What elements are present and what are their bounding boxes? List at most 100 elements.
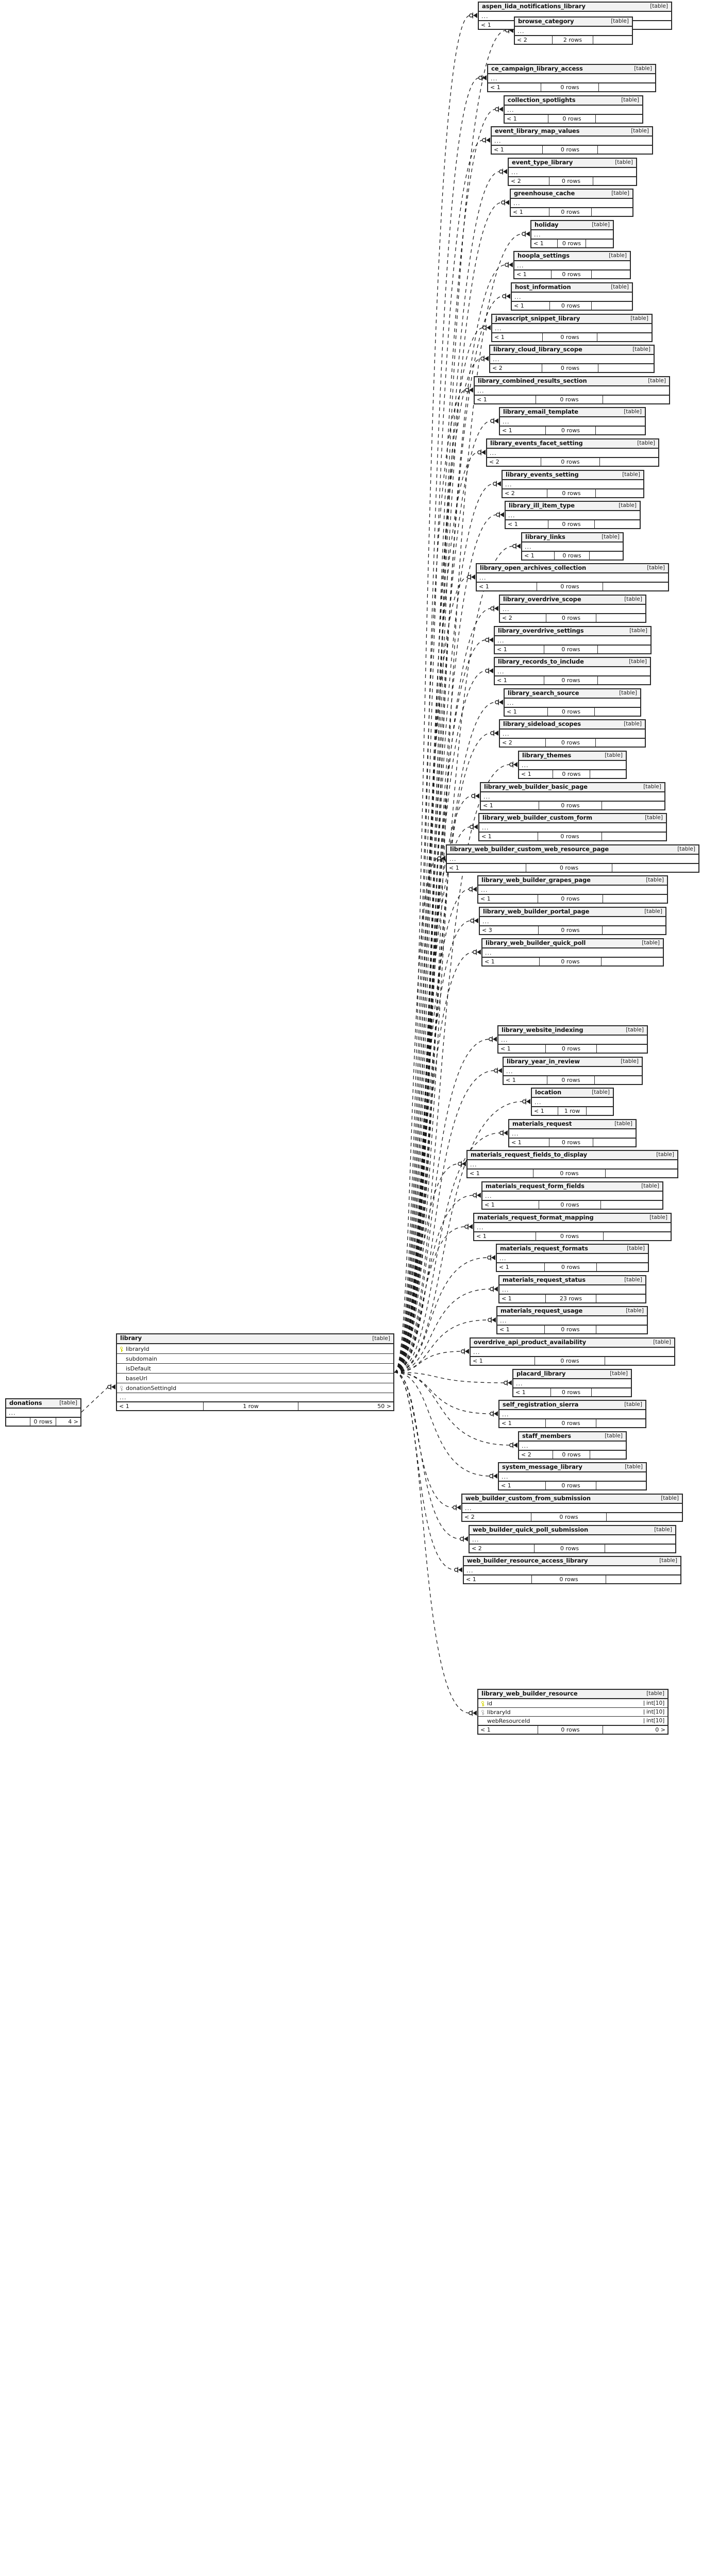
table-node[interactable]: library_web_builder_custom_form[table]..… (478, 813, 667, 841)
table-header[interactable]: library_cloud_library_scope[table] (490, 346, 654, 355)
table-node[interactable]: library_web_builder_custom_web_resource_… (446, 844, 699, 873)
table-node[interactable]: library_web_builder_portal_page[table]..… (479, 907, 666, 935)
table-node[interactable]: library_web_builder_basic_page[table]...… (480, 782, 665, 810)
table-header[interactable]: library_year_in_review[table] (504, 1058, 642, 1067)
table-header[interactable]: aspen_lida_notifications_library[table] (479, 3, 671, 12)
table-header[interactable]: library_sideload_scopes[table] (500, 720, 645, 730)
table-header[interactable]: library_overdrive_settings[table] (495, 627, 650, 636)
table-header[interactable]: library_website_indexing[table] (498, 1026, 647, 1036)
table-header[interactable]: library_links[table] (522, 533, 623, 543)
table-header[interactable]: greenhouse_cache[table] (511, 190, 632, 199)
table-node[interactable]: materials_request_format_mapping[table].… (473, 1213, 672, 1241)
table-header[interactable]: location[table] (532, 1089, 613, 1098)
table-header[interactable]: web_builder_resource_access_library[tabl… (464, 1557, 680, 1566)
table-column[interactable]: subdomain (117, 1354, 393, 1364)
table-node[interactable]: materials_request_fields_to_display[tabl… (466, 1150, 678, 1178)
table-header[interactable]: event_type_library[table] (509, 159, 636, 168)
table-node[interactable]: library_web_builder_grapes_page[table]..… (477, 875, 668, 904)
table-header[interactable]: donations[table] (6, 1399, 80, 1409)
table-node[interactable]: web_builder_custom_from_submission[table… (461, 1494, 683, 1522)
table-node[interactable]: library_cloud_library_scope[table]...< 2… (489, 345, 655, 373)
table-header[interactable]: self_registration_sierra[table] (499, 1401, 645, 1410)
table-header[interactable]: materials_request_usage[table] (497, 1307, 647, 1316)
table-header[interactable]: javascript_snippet_library[table] (492, 315, 652, 324)
table-header[interactable]: system_message_library[table] (499, 1463, 646, 1472)
table-header[interactable]: library_events_facet_setting[table] (487, 439, 658, 449)
table-header[interactable]: materials_request_form_fields[table] (482, 1182, 662, 1192)
table-header[interactable]: placard_library[table] (513, 1370, 631, 1379)
table-header[interactable]: library[table] (117, 1334, 393, 1344)
table-header[interactable]: library_overdrive_scope[table] (500, 596, 645, 605)
table-node[interactable]: web_builder_resource_access_library[tabl… (463, 1556, 681, 1584)
table-header[interactable]: library_open_archives_collection[table] (477, 564, 668, 573)
table-header[interactable]: materials_request_fields_to_display[tabl… (467, 1151, 677, 1160)
table-header[interactable]: browse_category[table] (515, 18, 632, 27)
table-header[interactable]: holiday[table] (531, 221, 613, 230)
table-header[interactable]: web_builder_quick_poll_submission[table] (470, 1526, 675, 1535)
table-header[interactable]: host_information[table] (512, 283, 632, 293)
table-header[interactable]: library_combined_results_section[table] (475, 377, 669, 386)
table-header[interactable]: web_builder_custom_from_submission[table… (462, 1495, 682, 1504)
table-header[interactable]: event_library_map_values[table] (492, 127, 652, 137)
table-header[interactable]: library_web_builder_quick_poll[table] (482, 939, 663, 948)
table-header[interactable]: library_web_builder_basic_page[table] (481, 783, 664, 792)
table-column[interactable]: baseUrl (117, 1374, 393, 1383)
table-node[interactable]: library_combined_results_section[table].… (474, 376, 670, 404)
table-header[interactable]: collection_spotlights[table] (505, 96, 642, 106)
table-header[interactable]: library_search_source[table] (505, 689, 640, 699)
table-header[interactable]: library_ill_item_type[table] (506, 502, 640, 511)
table-header[interactable]: overdrive_api_product_availability[table… (471, 1338, 674, 1348)
table-header[interactable]: library_events_setting[table] (503, 471, 643, 480)
table-header[interactable]: library_web_builder_grapes_page[table] (478, 876, 667, 886)
table-node[interactable]: web_builder_quick_poll_submission[table]… (469, 1525, 676, 1553)
table-header[interactable]: materials_request_format_mapping[table] (474, 1214, 671, 1223)
table-header[interactable]: staff_members[table] (519, 1432, 626, 1442)
table-column[interactable]: isDefault (117, 1364, 393, 1374)
table-node[interactable]: materials_request_form_fields[table]...<… (481, 1181, 663, 1210)
table-header[interactable]: library_themes[table] (519, 752, 626, 761)
table-header[interactable]: library_web_builder_custom_form[table] (479, 814, 666, 823)
table-node[interactable]: library_open_archives_collection[table].… (476, 563, 669, 591)
table-node[interactable]: library_web_builder_quick_poll[table]...… (481, 938, 664, 967)
table-header[interactable]: library_web_builder_custom_web_resource_… (447, 845, 698, 855)
table-header[interactable]: materials_request[table] (509, 1120, 636, 1129)
table-node[interactable]: library_events_facet_setting[table]...< … (486, 438, 659, 467)
table-header[interactable]: materials_request_status[table] (499, 1276, 645, 1285)
